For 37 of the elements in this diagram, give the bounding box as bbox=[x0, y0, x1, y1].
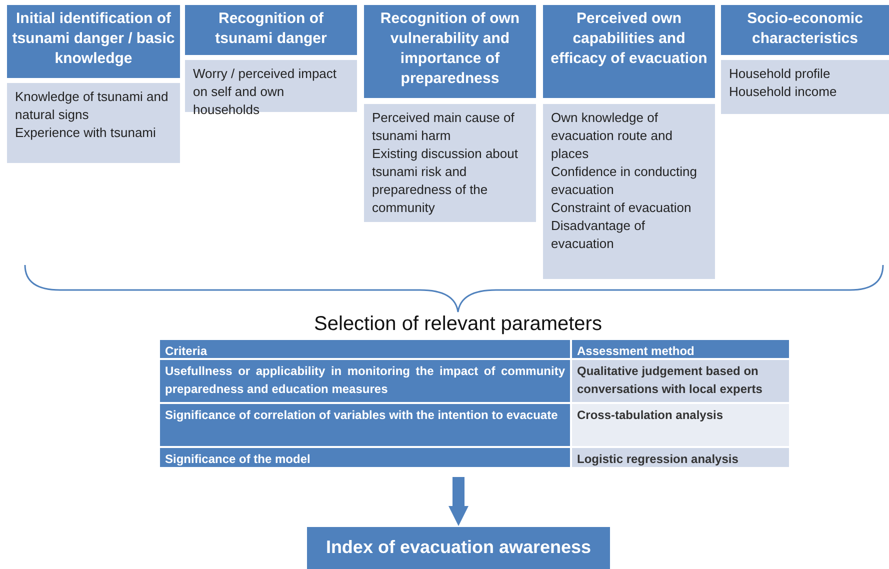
section-title: Selection of relevant parameters bbox=[313, 313, 603, 336]
item-list-box bbox=[364, 104, 536, 222]
item-list-box bbox=[7, 83, 180, 163]
heading-text: Index of evacuation awareness bbox=[324, 536, 592, 559]
heading-text: Recognition of own vulnerability and importance of preparedness bbox=[379, 9, 521, 89]
category-header-box bbox=[543, 5, 715, 98]
method-cell: Qualitative judgement based on conversations with local experts bbox=[572, 360, 789, 402]
list-item-text: Perceived main cause of tsunami harm bbox=[372, 109, 516, 145]
list-item-text: Household income bbox=[729, 83, 838, 101]
list-item-text: Household profile bbox=[729, 65, 832, 83]
list-item-text: Worry / perceived impact on self and own households bbox=[193, 65, 338, 119]
heading-text: Perceived own capabilities and efficacy of evacuation bbox=[550, 9, 708, 69]
criterion-cell: Significance of correlation of variables with the intention to evacuate bbox=[160, 404, 570, 446]
heading-text: Recognition of tsunami danger bbox=[214, 9, 328, 49]
list-item-text: Experience with tsunami bbox=[15, 124, 157, 142]
list-item-text: Constraint of evacuation bbox=[551, 199, 692, 217]
heading-text: Socio-economic characteristics bbox=[746, 9, 864, 49]
item-list-box bbox=[721, 60, 889, 114]
criterion-cell: Significance of the model bbox=[160, 448, 570, 467]
category-header-box bbox=[7, 5, 180, 78]
list-item-text: Existing discussion about tsunami risk and preparedness of the community bbox=[372, 145, 519, 217]
heading-text: Initial identification of tsunami danger / basic knowledge bbox=[11, 9, 176, 69]
category-header-box bbox=[185, 5, 357, 55]
category-header-box bbox=[721, 5, 889, 55]
table-header-cell: Criteria bbox=[160, 340, 570, 358]
table-header-cell: Assessment method bbox=[572, 340, 789, 358]
item-list-box bbox=[543, 104, 715, 279]
list-item-text: Knowledge of tsunami and natural signs bbox=[15, 88, 170, 124]
list-item-text: Disadvantage of evacuation bbox=[551, 217, 646, 253]
arrow bbox=[448, 477, 468, 526]
category-header-box bbox=[364, 5, 536, 98]
method-cell: Cross-tabulation analysis bbox=[572, 404, 789, 446]
result-box bbox=[307, 527, 610, 569]
list-item-text: Confidence in conducting evacuation bbox=[551, 163, 698, 199]
list-item-text: Own knowledge of evacuation route and places bbox=[551, 109, 674, 163]
criterion-cell: Usefullness or applicability in monitoring the impact of community preparedness and education measures bbox=[160, 360, 570, 402]
method-cell: Logistic regression analysis bbox=[572, 448, 789, 467]
